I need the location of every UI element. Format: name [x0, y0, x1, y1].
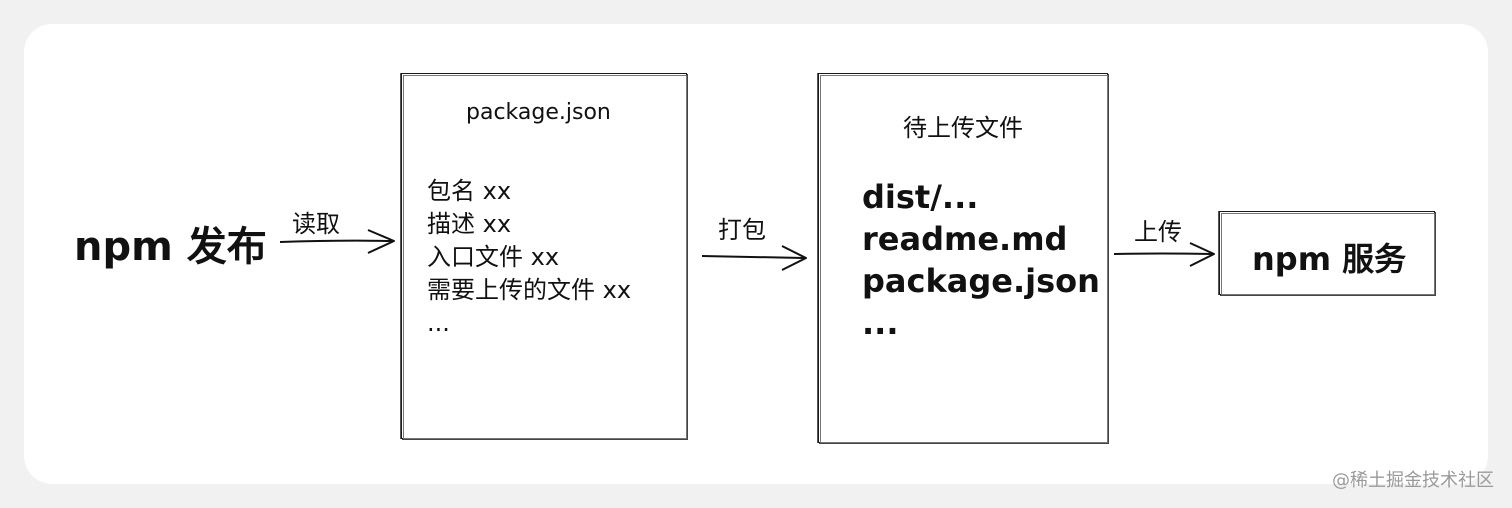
arrow-read: [279, 229, 395, 254]
upload-line-readme: readme.md: [862, 220, 1068, 258]
npm-service-label: npm 服务: [1252, 240, 1407, 278]
package-line-entry: 入口文件 xx: [427, 243, 560, 271]
upload-box-lines: dist/... readme.md package.json ...: [862, 176, 1100, 344]
package-line-description: 描述 xx: [427, 210, 512, 238]
package-line-ellipsis: ...: [427, 309, 450, 337]
upload-line-dist: dist/...: [862, 178, 979, 216]
arrow-upload-label: 上传: [1134, 218, 1182, 246]
package-line-files: 需要上传的文件 xx: [427, 276, 632, 304]
package-json-box-sketch-edge: [403, 75, 687, 439]
arrow-pack-label: 打包: [718, 216, 766, 244]
upload-line-package: package.json: [862, 262, 1100, 300]
watermark: @稀土掘金技术社区: [1332, 470, 1494, 491]
package-box-lines: 包名 xx 描述 xx 入口文件 xx 需要上传的文件 xx ...: [427, 175, 631, 340]
upload-files-box-sketch-edge: [820, 75, 1108, 443]
diagram-canvas: [24, 24, 1488, 484]
npm-service-box-sketch-edge: [1221, 213, 1435, 295]
arrow-upload: [1113, 242, 1215, 267]
start-label: npm 发布: [74, 224, 267, 270]
package-box-title: package.json: [466, 100, 611, 125]
upload-box-title: 待上传文件: [903, 114, 1023, 142]
upload-line-ellipsis: ...: [862, 304, 899, 342]
package-line-name: 包名 xx: [427, 177, 512, 205]
arrow-pack: [701, 245, 807, 271]
arrow-read-label: 读取: [292, 210, 340, 238]
